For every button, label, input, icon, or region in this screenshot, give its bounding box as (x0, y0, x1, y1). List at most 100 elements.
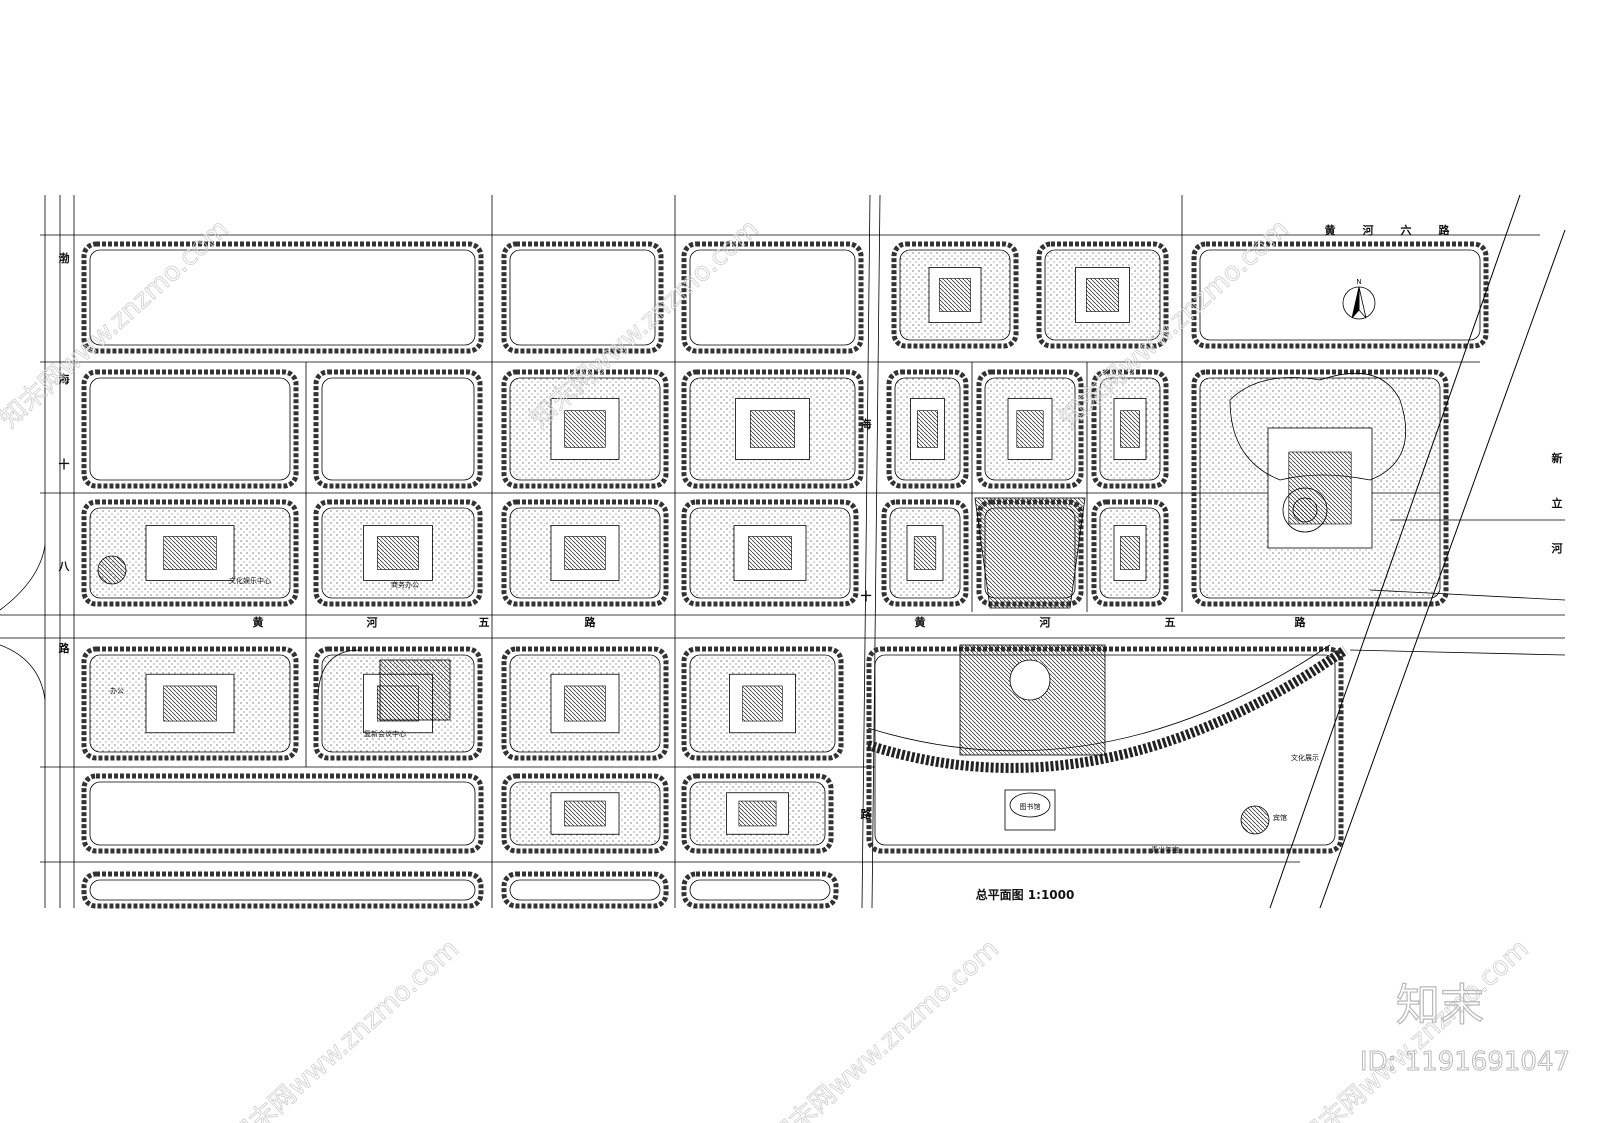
parcel (89, 879, 476, 901)
tree-row (501, 773, 669, 854)
city-block (81, 646, 299, 761)
city-block (681, 646, 844, 761)
tree-row (681, 646, 844, 761)
city-blocks (81, 241, 1489, 909)
building-core (163, 536, 217, 570)
road-label-huanghe-5: 五 (1165, 616, 1176, 629)
block-label: 商务办公 (391, 580, 419, 589)
north-arrow-icon (1342, 286, 1376, 320)
north-label: N (1356, 278, 1361, 286)
city-block (976, 369, 1084, 489)
city-block (501, 369, 669, 489)
city-block (501, 499, 669, 607)
road-edge (871, 194, 881, 909)
tree-row (313, 499, 483, 607)
building-core (564, 410, 606, 448)
building-core (738, 800, 777, 827)
building (1113, 398, 1147, 460)
city-block (891, 241, 1019, 349)
site-features (97, 194, 1566, 909)
city-block (1036, 241, 1169, 349)
road-label-huanghe-6: 黄 (1325, 223, 1336, 237)
block-label: 文化展示 (1291, 753, 1319, 762)
city-block (681, 773, 834, 854)
city-block (81, 369, 299, 489)
tree-row (81, 773, 484, 854)
building-core (916, 410, 938, 448)
building-core (163, 685, 217, 722)
asset-id: ID: 1191691047 (1360, 1047, 1570, 1077)
block-label: 图书馆 (1020, 802, 1041, 811)
parcel (89, 249, 476, 346)
river-edge-left (1269, 194, 1521, 909)
city-block (681, 499, 859, 607)
block-label: 青少年宫 (1151, 845, 1179, 854)
building-core (564, 536, 606, 570)
road-label-bohai-18: 八 (58, 560, 71, 573)
road-label-huanghe-6: 河 (1363, 223, 1374, 237)
city-block (81, 773, 484, 854)
tree-row (81, 241, 484, 354)
road-label-huanghe-5: 五 (479, 616, 490, 629)
tree-row (886, 369, 969, 489)
tree-row (81, 871, 484, 909)
building-core (1120, 410, 1140, 448)
road-label-bohai-18: 十 (59, 457, 70, 471)
city-block (313, 369, 483, 489)
hotel-building (1240, 805, 1270, 835)
city-block (681, 369, 864, 489)
tree-row (681, 773, 834, 854)
axis-mall (974, 497, 1086, 609)
tree-row (501, 499, 669, 607)
parcel (689, 249, 856, 346)
watermark-text: 知末网www.znzmo.com (225, 934, 465, 1123)
tree-row (81, 646, 299, 761)
city-block (681, 871, 839, 909)
building-core (939, 278, 971, 312)
tree-row (1191, 369, 1449, 607)
city-block (81, 871, 484, 909)
parcel (689, 879, 831, 901)
tree-row (313, 646, 483, 761)
tree-row (1091, 499, 1169, 607)
parcel (1199, 249, 1481, 341)
tree-row (501, 871, 669, 909)
tree-row (1036, 241, 1169, 349)
city-block (81, 241, 484, 354)
block-label: 办公 (110, 686, 124, 695)
plaza-circle (1009, 659, 1051, 701)
road-label-bohai-18: 海 (59, 372, 70, 386)
road-label-vertical: 十 (861, 589, 872, 603)
river-label: 新 (1552, 451, 1563, 465)
building-core (742, 685, 783, 722)
tree-row (1091, 369, 1169, 489)
tree-row (976, 369, 1084, 489)
river-label: 河 (1552, 541, 1563, 555)
brand-logo: 知末 (1396, 980, 1484, 1031)
park-roundabout (1282, 487, 1328, 533)
city-block (681, 241, 864, 354)
road-label-huanghe-5: 黄 (253, 615, 264, 629)
river-label: 立 (1552, 496, 1563, 510)
road-curve (0, 544, 46, 701)
tree-row (681, 499, 859, 607)
building-core (748, 536, 792, 570)
city-block (501, 241, 664, 354)
road-label-huanghe-5: 河 (367, 615, 378, 629)
parcel (509, 879, 661, 901)
tree-row (1191, 241, 1489, 349)
road-label-huanghe-6: 路 (1439, 223, 1451, 237)
city-block (1191, 241, 1489, 349)
river-edge-right (1319, 229, 1566, 909)
city-block (501, 871, 669, 909)
city-block (1091, 369, 1169, 489)
road-edge (861, 194, 871, 909)
central-arc-boulevard (866, 645, 1348, 773)
road-label-huanghe-5: 河 (1040, 615, 1051, 629)
building-core (377, 536, 419, 570)
tree-row (501, 646, 669, 761)
road-label-vertical: 海 (861, 417, 872, 431)
road-label-huanghe-5: 路 (585, 615, 597, 629)
tree-row (681, 369, 864, 489)
tree-row (881, 499, 969, 607)
